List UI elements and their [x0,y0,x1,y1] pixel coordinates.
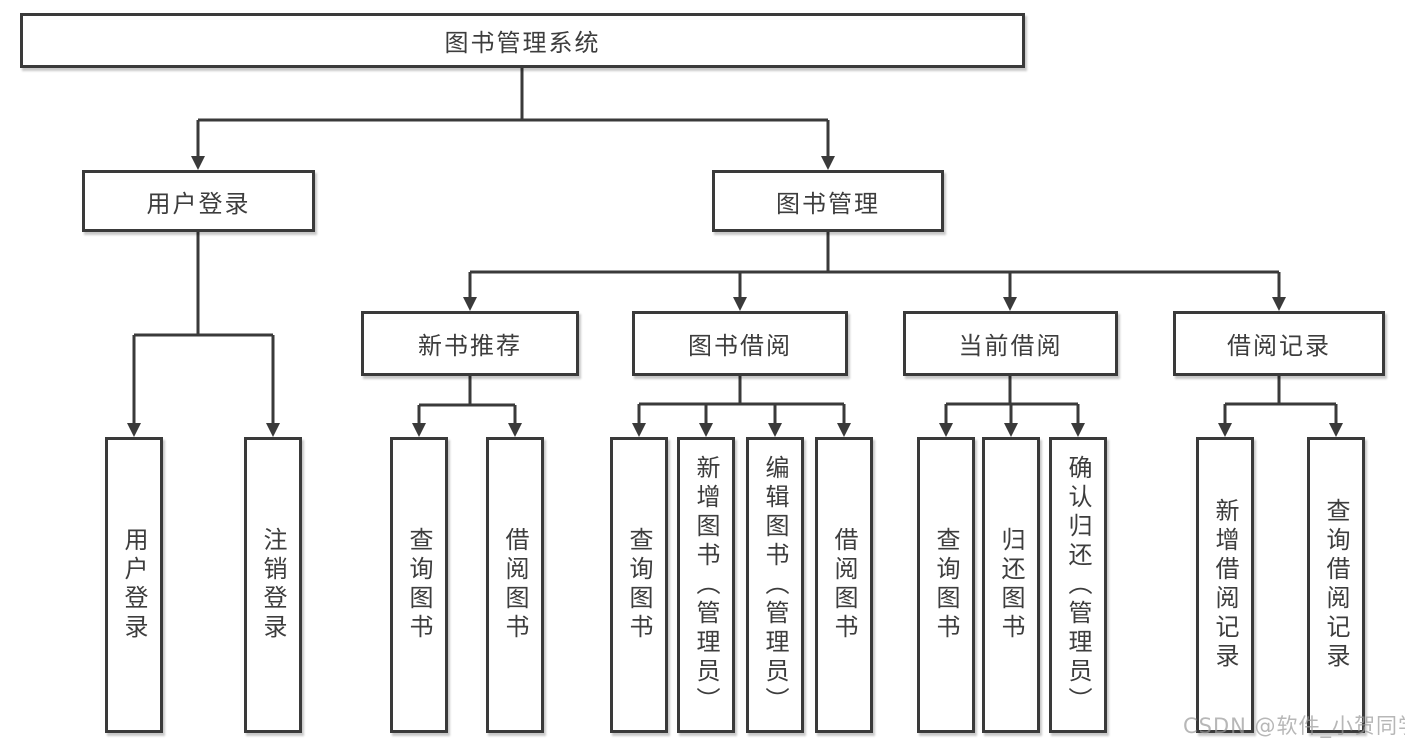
leaf-query-books-borrow: 查询图书 [610,437,668,733]
leaf-label: 查询图书 [625,527,653,643]
node-user-login: 用户登录 [82,170,315,232]
leaf-add-borrow-record: 新增借阅记录 [1196,437,1254,733]
connector-book-borrow-children [632,376,851,437]
connector-current-borrow-children [939,376,1085,437]
leaf-logout: 注销登录 [244,437,302,733]
leaf-borrow-books-recommend: 借阅图书 [486,437,544,733]
leaf-label: 新增借阅记录 [1211,498,1239,672]
node-label: 当前借阅 [958,332,1063,360]
connector-book-management-children [463,232,1286,311]
node-label: 用户登录 [146,189,251,218]
node-label: 图书借阅 [688,332,792,360]
leaf-add-book-admin: 新增图书（管理员） [677,437,735,733]
node-label: 图书管理 [776,189,880,218]
leaf-label: 查询借阅记录 [1322,498,1350,672]
leaf-query-books-recommend: 查询图书 [390,437,448,733]
node-current-borrowing: 当前借阅 [903,311,1118,376]
node-label: 图书管理系统 [444,29,601,57]
node-new-book-recommendation: 新书推荐 [361,311,579,376]
leaf-return-book: 归还图书 [982,437,1040,733]
leaf-label: 借阅图书 [501,527,529,643]
leaf-label: 借阅图书 [830,527,858,643]
leaf-label: 编辑图书（管理员） [761,454,789,716]
leaf-user-login: 用户登录 [105,437,163,733]
connector-root-to-level1 [191,68,835,170]
leaf-label: 用户登录 [120,527,148,643]
connector-user-login-children [127,232,280,437]
leaf-label: 确认归还（管理员） [1064,454,1092,716]
leaf-label: 归还图书 [997,527,1025,643]
leaf-label: 注销登录 [259,527,287,643]
leaf-label: 查询图书 [932,527,960,643]
leaf-borrow-books: 借阅图书 [815,437,873,733]
connector-new-book-children [412,376,522,437]
node-book-management: 图书管理 [712,170,944,232]
leaf-confirm-return-admin: 确认归还（管理员） [1049,437,1107,733]
leaf-query-books-current: 查询图书 [917,437,975,733]
node-label: 新书推荐 [418,332,522,360]
node-library-management-system: 图书管理系统 [20,13,1025,68]
connector-borrow-records-children [1218,376,1343,437]
node-book-borrowing: 图书借阅 [632,311,848,376]
node-label: 借阅记录 [1227,332,1331,360]
leaf-edit-book-admin: 编辑图书（管理员） [746,437,804,733]
node-borrowing-records: 借阅记录 [1173,311,1385,376]
leaf-query-borrow-record: 查询借阅记录 [1307,437,1365,733]
leaf-label: 查询图书 [405,527,433,643]
leaf-label: 新增图书（管理员） [692,454,720,716]
